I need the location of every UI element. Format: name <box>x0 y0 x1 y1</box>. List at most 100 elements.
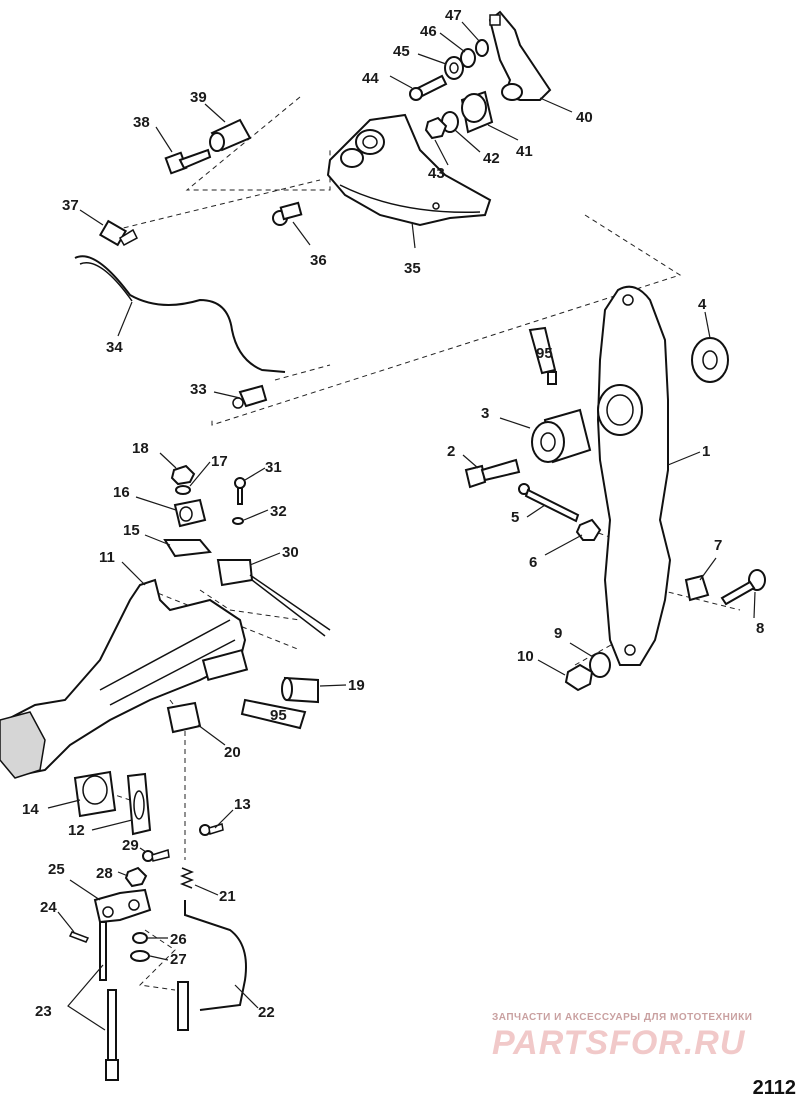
callout-34: 34 <box>106 301 133 356</box>
screw-29 <box>142 849 170 862</box>
callout-4: 4 <box>698 296 711 339</box>
grease-tube-95-upper: 95 <box>528 326 557 385</box>
callout-12: 12 <box>68 819 133 839</box>
bushing-7 <box>684 574 710 602</box>
shift-shaft-23 <box>99 921 119 1081</box>
callout-46: 46 <box>420 23 466 53</box>
svg-text:12: 12 <box>68 822 85 839</box>
plate-12 <box>126 772 152 836</box>
callout-44: 44 <box>362 70 413 89</box>
callout-5: 5 <box>511 504 546 526</box>
callout-22: 22 <box>234 984 275 1021</box>
spring-21 <box>179 867 195 889</box>
bracket-plate-15 <box>163 539 212 558</box>
svg-text:4: 4 <box>698 296 707 313</box>
svg-text:16: 16 <box>113 484 130 501</box>
throttle-cam-35 <box>326 113 492 227</box>
washer-9 <box>589 652 611 678</box>
callout-26: 26 <box>148 931 187 948</box>
svg-text:36: 36 <box>310 252 327 269</box>
pin-24 <box>68 931 90 943</box>
throttle-link-rod-34 <box>74 255 286 373</box>
bushing-45 <box>444 56 464 80</box>
callout-36: 36 <box>292 221 327 269</box>
callout-2: 2 <box>447 443 479 469</box>
callout-29: 29 <box>122 837 147 854</box>
svg-text:20: 20 <box>224 744 241 761</box>
washer-32 <box>232 517 244 525</box>
bolt-8 <box>720 569 766 606</box>
callout-8: 8 <box>753 591 764 637</box>
nut-43 <box>424 116 448 140</box>
svg-text:14: 14 <box>22 801 39 818</box>
callout-7: 7 <box>699 537 722 581</box>
callout-24: 24 <box>40 899 75 933</box>
svg-text:44: 44 <box>362 70 379 87</box>
callout-28: 28 <box>96 865 129 882</box>
spacer-41 <box>460 90 494 134</box>
callout-3: 3 <box>481 405 531 429</box>
svg-text:13: 13 <box>234 796 251 813</box>
callout-23: 23 <box>35 964 106 1031</box>
washer-27 <box>130 950 150 962</box>
svg-text:37: 37 <box>62 197 79 214</box>
svg-text:26: 26 <box>170 931 187 948</box>
svg-text:11: 11 <box>99 549 115 566</box>
callout-13: 13 <box>214 796 251 829</box>
callout-31: 31 <box>244 459 282 481</box>
svg-text:28: 28 <box>96 865 113 882</box>
svg-text:46: 46 <box>420 23 437 40</box>
shift-rod-22 <box>177 900 247 1031</box>
nut-28 <box>124 866 148 888</box>
callout-15: 15 <box>123 522 171 546</box>
callout-38: 38 <box>133 114 173 153</box>
grease-tube-95-lower: 95 <box>240 698 307 730</box>
svg-text:5: 5 <box>511 509 519 526</box>
svg-text:3: 3 <box>481 405 489 422</box>
callout-45: 45 <box>393 43 447 65</box>
shift-lever-25 <box>93 888 152 924</box>
svg-text:32: 32 <box>270 503 287 520</box>
callout-33: 33 <box>190 381 241 399</box>
svg-text:29: 29 <box>122 837 139 854</box>
callout-42: 42 <box>454 129 500 167</box>
nut-6 <box>575 518 602 541</box>
svg-text:19: 19 <box>348 677 365 694</box>
washer-47 <box>475 39 489 57</box>
callout-47: 47 <box>445 7 481 43</box>
svg-text:9: 9 <box>554 625 562 642</box>
clamp-16 <box>173 498 207 528</box>
callout-6: 6 <box>529 534 583 571</box>
nut-46 <box>460 48 476 68</box>
bolt-19 <box>281 676 319 704</box>
svg-text:15: 15 <box>123 522 140 539</box>
svg-text:47: 47 <box>445 7 462 24</box>
callout-17: 17 <box>189 453 228 487</box>
svg-text:95: 95 <box>270 707 287 724</box>
washer-17 <box>175 485 191 495</box>
block-20 <box>166 701 202 734</box>
svg-text:41: 41 <box>516 143 533 160</box>
callout-9: 9 <box>554 625 594 658</box>
switch-30 <box>216 559 331 637</box>
callout-19: 19 <box>319 677 365 694</box>
screw-31 <box>234 477 246 505</box>
throttle-lever-40 <box>488 10 552 101</box>
svg-text:30: 30 <box>282 544 299 561</box>
svg-text:21: 21 <box>219 888 236 905</box>
sleeve-14 <box>73 770 117 818</box>
svg-text:23: 23 <box>35 1003 52 1020</box>
shift-bracket-11 <box>0 578 249 779</box>
svg-text:1: 1 <box>702 443 710 460</box>
svg-text:35: 35 <box>404 260 421 277</box>
callout-14: 14 <box>22 799 81 818</box>
svg-text:38: 38 <box>133 114 150 131</box>
callout-37: 37 <box>62 197 104 226</box>
callout-30: 30 <box>249 544 299 566</box>
svg-text:31: 31 <box>265 459 282 476</box>
callout-11: 11 <box>99 549 146 586</box>
bushing-3 <box>531 408 592 464</box>
svg-text:45: 45 <box>393 43 410 60</box>
bolt-38 <box>164 148 212 175</box>
